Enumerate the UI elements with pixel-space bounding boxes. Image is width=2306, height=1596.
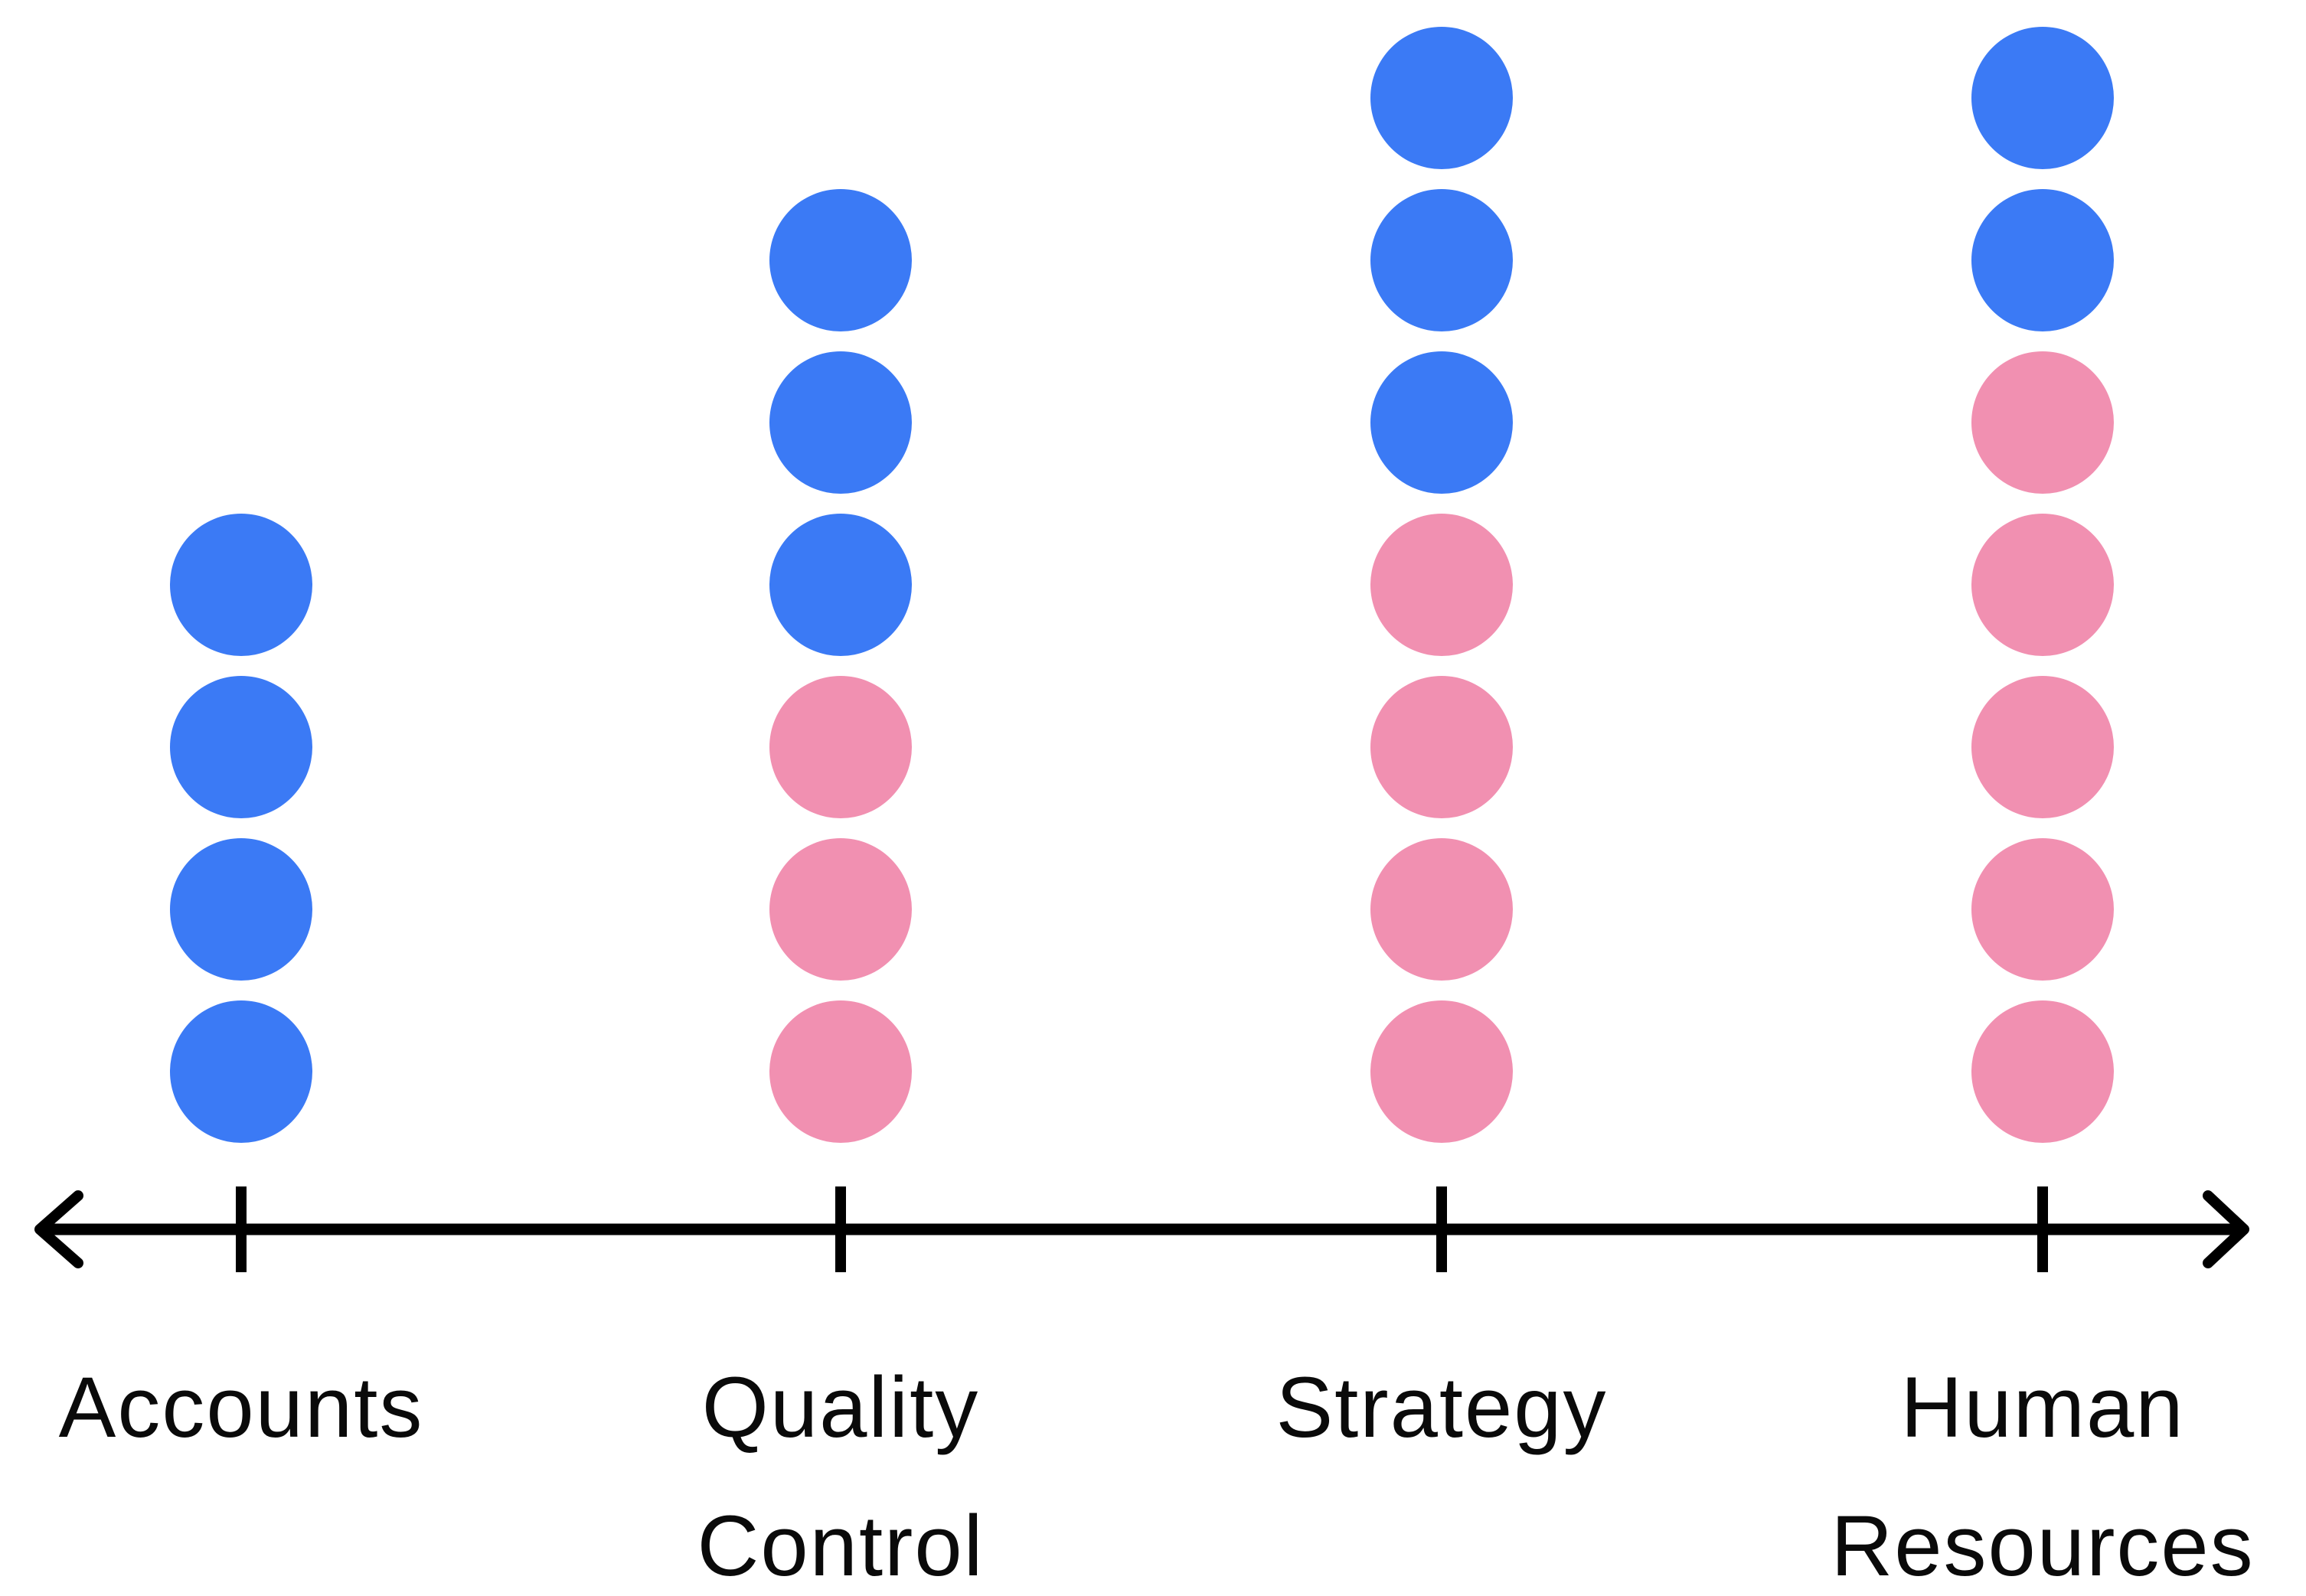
blue-dot-quality-control [769,189,912,331]
category-label-line: Quality [701,1359,980,1455]
axis-right-arrow-icon [2203,1190,2249,1268]
blue-dot-strategy [1370,189,1513,331]
blue-dot-strategy [1370,351,1513,494]
pink-dot-quality-control [769,1000,912,1143]
category-label-line: Strategy [1275,1359,1608,1455]
blue-dot-accounts [170,676,312,818]
category-label-line: Human [1900,1359,2185,1455]
axis-left-arrow-icon [34,1190,83,1268]
blue-dot-accounts [170,838,312,981]
pink-dot-human-resources [1971,351,2114,494]
pink-dot-human-resources [1971,514,2114,656]
pink-dot-quality-control [769,676,912,818]
pink-dot-human-resources [1971,838,2114,981]
pink-dot-strategy [1370,676,1513,818]
category-label-accounts: Accounts [59,1338,424,1477]
pink-dot-human-resources [1971,676,2114,818]
category-label-line: Resources [1831,1498,2255,1594]
blue-dot-accounts [170,1000,312,1143]
category-label-line: Accounts [58,1359,424,1455]
pink-dot-human-resources [1971,1000,2114,1143]
blue-dot-quality-control [769,514,912,656]
pink-dot-strategy [1370,1000,1513,1143]
axis-ticks [236,1186,2048,1272]
pink-dot-quality-control [769,838,912,981]
blue-dot-human-resources [1971,189,2114,331]
pink-dot-strategy [1370,514,1513,656]
category-label-strategy: Strategy [1275,1338,1607,1477]
blue-dot-quality-control [769,351,912,494]
category-label-line: Control [697,1498,985,1594]
pink-dot-strategy [1370,838,1513,981]
blue-dot-human-resources [1971,27,2114,169]
blue-dot-accounts [170,514,312,656]
blue-dot-strategy [1370,27,1513,169]
